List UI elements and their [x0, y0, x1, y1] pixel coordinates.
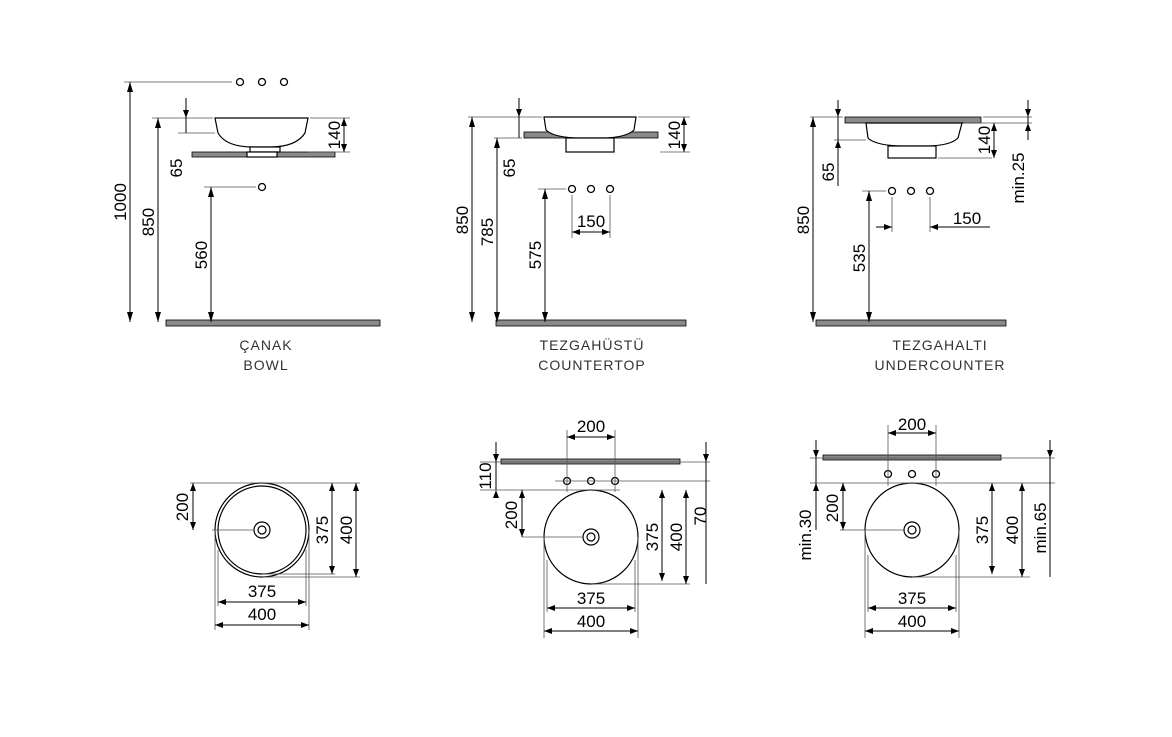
dim-400-vertical: 400	[667, 523, 686, 551]
drain-center	[586, 532, 596, 542]
dim-200: 200	[502, 501, 521, 529]
floor-slab	[165, 319, 381, 327]
drain-center	[257, 525, 267, 535]
dim-400-vertical: 400	[1003, 516, 1022, 544]
dim-200-top: 200	[577, 417, 605, 436]
dim-850: 850	[453, 206, 472, 234]
dim-375-vertical: 375	[313, 516, 332, 544]
dim-1000: 1000	[111, 183, 130, 221]
basin-profile	[214, 117, 309, 148]
dim-375-horizontal: 375	[577, 589, 605, 608]
drain-center	[907, 525, 917, 535]
dim-150: 150	[577, 212, 605, 231]
elevation-undercounter: 850 65 535 140 min.25 150 TEZGAHALTI UND…	[794, 100, 1032, 373]
dim-65: 65	[819, 163, 838, 182]
elevation-countertop: 850 785 65 575 140 150 TEZGAHÜSTÜ COUNTE…	[453, 98, 690, 373]
dim-140: 140	[665, 121, 684, 149]
valve-icon	[567, 184, 577, 194]
caption-en: UNDERCOUNTER	[875, 357, 1006, 373]
dim-200: 200	[173, 493, 192, 521]
dim-70: 70	[691, 507, 710, 526]
dim-65: 65	[500, 159, 519, 178]
dim-150: 150	[953, 209, 981, 228]
caption-tr: TEZGAHALTI	[892, 337, 987, 353]
dim-785: 785	[478, 218, 497, 246]
dim-min30: min.30	[796, 509, 815, 560]
wall-slab	[822, 454, 1002, 461]
valve-icon	[887, 186, 897, 196]
valve-icon	[907, 469, 917, 479]
basin-profile	[543, 116, 637, 139]
valve-icon	[235, 77, 245, 87]
drain-outlet-icon	[257, 182, 267, 192]
basin-underpart	[565, 137, 615, 153]
dim-min65: min.65	[1031, 502, 1050, 553]
valve-icon	[586, 184, 596, 194]
plan-undercounter: 200 min.30 min.65 200 375 400 375 400	[796, 415, 1055, 638]
wall-slab	[500, 458, 681, 465]
dim-400-vertical: 400	[337, 516, 356, 544]
valve-icon	[906, 186, 916, 196]
floor-slab	[495, 319, 687, 327]
plan-bowl: 200 375 400 375 400	[173, 482, 360, 630]
caption-en: BOWL	[243, 357, 288, 373]
dim-400-horizontal: 400	[898, 612, 926, 631]
valve-icon	[605, 184, 615, 194]
dim-65: 65	[167, 159, 186, 178]
dim-850: 850	[139, 208, 158, 236]
dim-575: 575	[526, 241, 545, 269]
dim-140: 140	[975, 126, 994, 154]
caption-tr: TEZGAHÜSTÜ	[540, 336, 645, 353]
dim-200-top: 200	[898, 415, 926, 434]
counter-slab	[844, 116, 982, 124]
dim-375-horizontal: 375	[898, 589, 926, 608]
dim-400-horizontal: 400	[577, 612, 605, 631]
drain-body	[246, 151, 278, 158]
caption-tr: ÇANAK	[239, 337, 292, 353]
basin-profile	[865, 122, 963, 147]
dim-850: 850	[794, 206, 813, 234]
elevation-bowl: 1000 850 65 560 140 ÇANAK BOWL	[111, 77, 381, 373]
dim-375-vertical: 375	[643, 523, 662, 551]
basin-underpart	[887, 145, 937, 159]
dim-535: 535	[850, 244, 869, 272]
valve-icon	[925, 186, 935, 196]
dim-min25: min.25	[1009, 152, 1028, 203]
dim-560: 560	[192, 241, 211, 269]
caption-en: COUNTERTOP	[538, 357, 646, 373]
floor-slab	[815, 319, 1007, 327]
valve-icon	[279, 77, 289, 87]
valve-icon	[257, 77, 267, 87]
dim-140: 140	[325, 121, 344, 149]
dim-375-horizontal: 375	[248, 582, 276, 601]
dim-400-horizontal: 400	[248, 605, 276, 624]
dim-200: 200	[823, 494, 842, 522]
dim-110: 110	[476, 462, 495, 489]
plan-countertop: 200 110 70 200 375 400 375 400	[476, 417, 710, 638]
dim-375-vertical: 375	[973, 516, 992, 544]
basin-base	[249, 146, 281, 153]
